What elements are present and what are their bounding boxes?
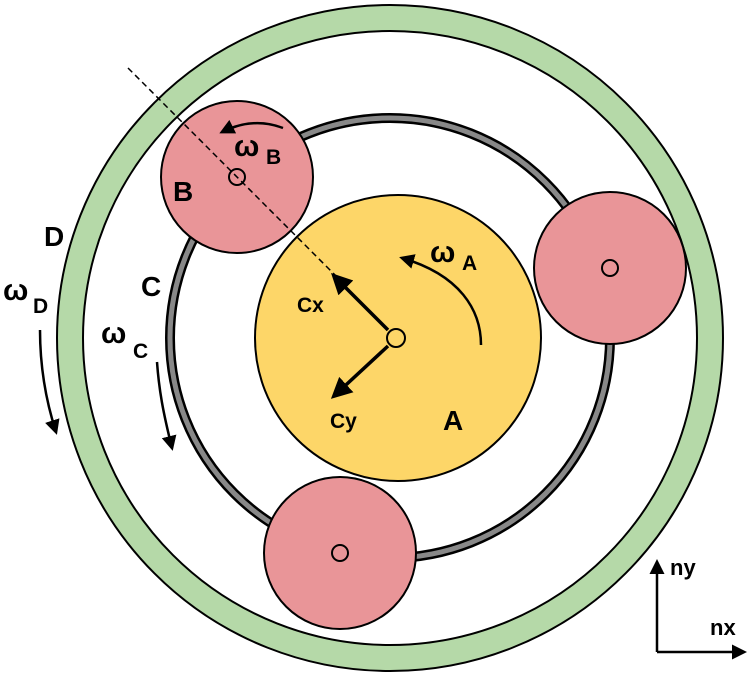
sun-gear-center bbox=[386, 328, 406, 348]
planet-gear-right bbox=[533, 191, 687, 345]
label-c: C bbox=[141, 271, 161, 302]
label-d: D bbox=[44, 221, 64, 252]
planet-gear-right-center bbox=[601, 259, 619, 277]
omega-d-subscript: D bbox=[33, 295, 48, 318]
cx-vector-arrow bbox=[331, 273, 390, 332]
planet-gear-bottom bbox=[263, 476, 417, 630]
planet-gear-bottom-center bbox=[331, 544, 349, 562]
omega-b-arrow bbox=[219, 119, 284, 134]
label-b: B bbox=[173, 176, 193, 207]
label-a: A bbox=[443, 405, 463, 436]
omega-b-symbol: ω bbox=[234, 130, 259, 163]
omega-a-subscript: A bbox=[462, 252, 477, 275]
omega-a-arrow bbox=[399, 254, 483, 346]
label-nx: nx bbox=[710, 615, 736, 640]
label-cy: Cy bbox=[330, 410, 357, 433]
omega-d-arrow bbox=[38, 329, 60, 435]
cy-vector-arrow bbox=[330, 344, 390, 399]
omega-a-symbol: ω bbox=[430, 236, 455, 269]
label-ny: ny bbox=[670, 555, 696, 580]
omega-c-subscript: C bbox=[133, 340, 148, 363]
outer-ring-d-fill bbox=[58, 6, 722, 670]
omega-c-symbol: ω bbox=[101, 317, 126, 350]
planet-gear-b-center bbox=[228, 168, 246, 186]
omega-d-symbol: ω bbox=[3, 274, 28, 307]
label-cx: Cx bbox=[297, 294, 324, 317]
omega-c-arrow bbox=[155, 361, 177, 451]
omega-b-subscript: B bbox=[266, 146, 281, 169]
